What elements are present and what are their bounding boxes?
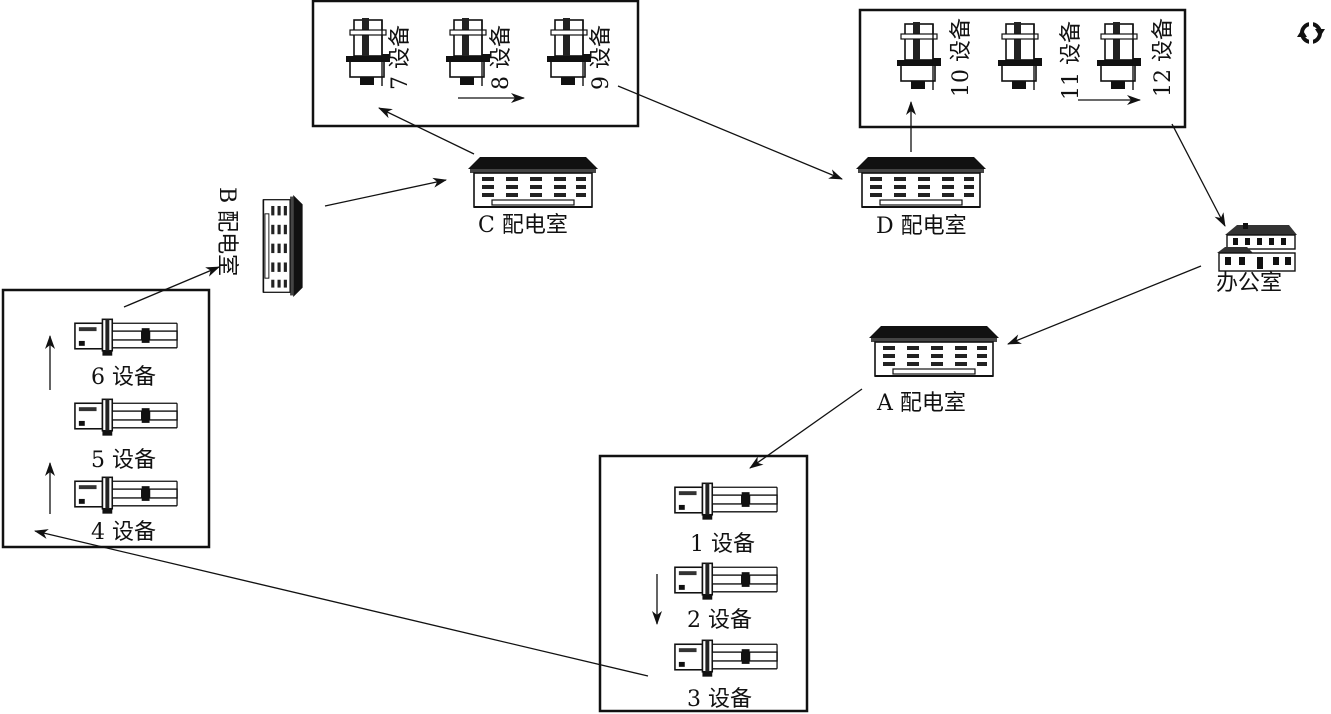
room-d-building-icon: [856, 156, 986, 208]
room-c-label: C 配电室: [478, 213, 568, 238]
device-9-label: 9 设备: [589, 25, 614, 90]
device-8-icon: [446, 17, 491, 87]
room-b-label: B 配电室: [214, 187, 239, 276]
device-5-icon: [74, 398, 178, 437]
device-group-1-3-box: [598, 454, 809, 713]
device-4-label: 4 设备: [91, 520, 156, 545]
device-10-label: 10 设备: [949, 18, 974, 97]
room-a-building-icon: [869, 325, 999, 377]
device-7-icon: [346, 17, 391, 87]
room-c-building-icon: [468, 156, 598, 208]
device-6-label: 6 设备: [91, 365, 156, 390]
rotate-symbol-icon: [1297, 19, 1325, 47]
route-arrow-c-to-device-7: [378, 107, 475, 155]
device-group-10-12-box: [858, 8, 1187, 129]
device-1-icon: [674, 482, 778, 521]
device-12-label: 12 设备: [1151, 18, 1176, 97]
route-arrow-device-9-to-d: [617, 85, 843, 180]
device-10-icon: [897, 21, 942, 91]
device-group-7-9-box: [311, 0, 640, 128]
device-3-icon: [674, 639, 778, 678]
device-6-icon: [74, 318, 178, 357]
device-7-label: 7 设备: [388, 25, 413, 90]
device-5-label: 5 设备: [91, 448, 156, 473]
route-arrow-device-12-to-office: [1171, 123, 1226, 227]
room-a-label: A 配电室: [876, 391, 966, 416]
room-b-building-icon: [262, 195, 304, 297]
route-arrow-a-to-device-1: [749, 388, 863, 469]
route-arrow-office-to-a: [1007, 265, 1202, 345]
device-group-4-6-box: [1, 288, 211, 549]
device-12-icon: [1097, 21, 1142, 91]
device-11-icon: [998, 21, 1043, 91]
device-2-label: 2 设备: [687, 608, 752, 633]
route-arrow-b-to-c: [324, 177, 447, 207]
device-11-label: 11 设备: [1059, 21, 1084, 100]
office-label: 办公室: [1216, 271, 1282, 296]
office-building-icon: [1217, 223, 1298, 272]
device-3-label: 3 设备: [687, 687, 752, 712]
device-9-icon: [547, 17, 592, 87]
device-4-icon: [74, 476, 178, 515]
device-2-icon: [674, 562, 778, 601]
room-d-label: D 配电室: [876, 214, 967, 239]
route-arrow-device-6-to-b: [123, 266, 220, 308]
device-1-label: 1 设备: [690, 532, 755, 557]
route-arrow-device-3-to-4: [34, 529, 649, 677]
device-8-label: 8 设备: [489, 25, 514, 90]
